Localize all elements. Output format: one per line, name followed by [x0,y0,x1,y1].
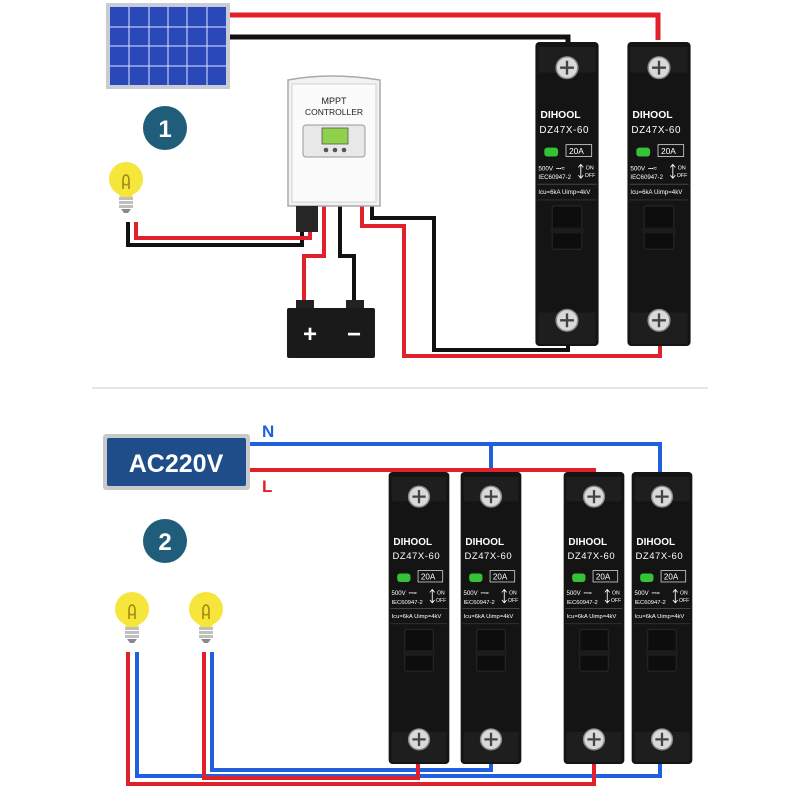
controller-lcd [321,127,349,145]
load-bulb [188,591,224,644]
controller-load-terminal [296,206,318,232]
step-number-2: 2 [158,529,171,556]
panel-negative-wire [228,34,571,42]
mppt-controller: MPPT CONTROLLER [287,75,381,232]
breaker [535,42,599,346]
step-number-1: 1 [158,116,171,143]
controller-label-line2: CONTROLLER [305,107,363,117]
ac-source-label: AC220V [129,450,224,478]
controller-button [341,147,347,153]
controller-button [332,147,338,153]
load-positive-wire [134,222,312,240]
load-feed-red [126,652,596,786]
breaker [459,472,523,764]
load-feed-red [202,652,420,780]
load-bulb [108,161,144,214]
load-bulb [114,591,150,644]
controller-label-line1: MPPT [321,96,347,106]
pv-negative-to-controller [370,206,570,352]
battery-negative-wire [338,206,356,300]
line-label: L [262,477,272,496]
neutral-label: N [262,422,274,441]
load-negative-wire [126,222,304,247]
battery-minus-symbol: − [347,321,361,348]
battery-positive-wire [302,206,326,300]
battery-plus-symbol: + [303,321,317,348]
panel-positive-wire [228,12,661,40]
breaker [627,42,691,346]
breaker [387,472,451,764]
breaker [630,472,694,764]
ac-source-box: AC220V [103,434,250,490]
neutral-feed-wire [248,442,662,472]
diagram-1-wires [126,12,662,358]
pv-positive-to-controller [360,206,662,358]
battery: + − [287,300,375,358]
controller-button [323,147,329,153]
breaker [562,472,626,764]
step-badge-2: 2 [143,519,187,563]
load-return-blue [210,652,493,772]
diagram-2-wires [126,442,662,786]
step-badge-1: 1 [143,106,187,150]
solar-panel [106,3,230,89]
line-feed-wire [248,468,596,472]
